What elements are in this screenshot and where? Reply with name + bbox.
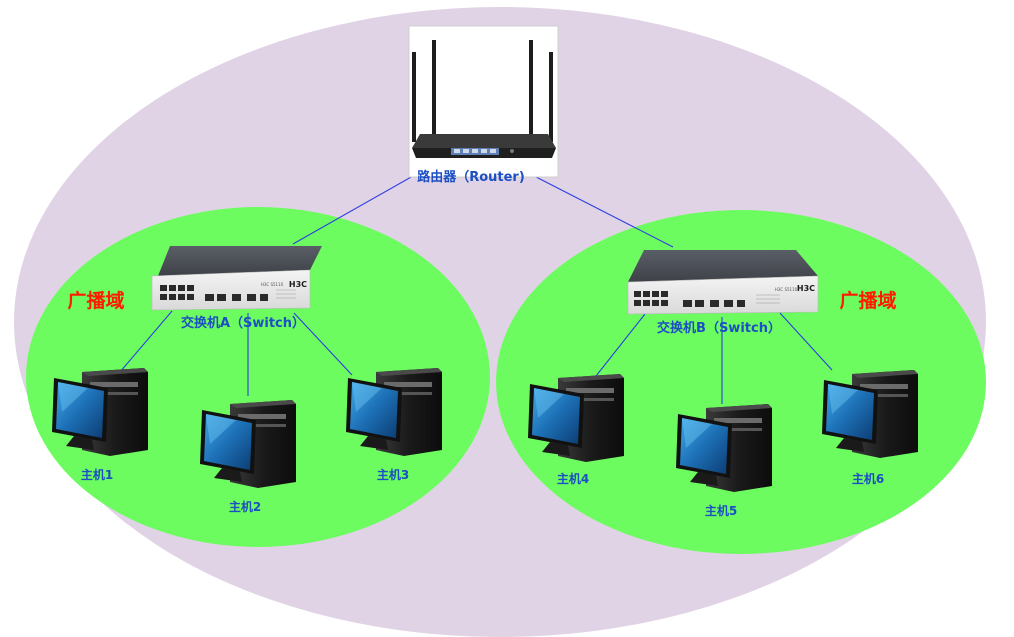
switch-b-brand: H3C	[797, 284, 815, 293]
switch-b-model: H3C S5110	[775, 287, 798, 292]
switch-a-label: 交换机A（Switch）	[181, 315, 305, 331]
broadcast-domain-b-label: 广播域	[839, 289, 896, 312]
link-router-switch-a	[292, 171, 421, 245]
host-4-label: 主机4	[557, 471, 589, 486]
host-5-label: 主机5	[705, 503, 737, 518]
host-1-label: 主机1	[81, 467, 113, 482]
host-2-label: 主机2	[229, 499, 261, 514]
broadcast-domain-b	[496, 210, 986, 554]
switch-a: H3C S5110 H3C	[151, 246, 322, 311]
link-switch-a-host3	[293, 312, 353, 376]
broadcast-domain-a	[26, 207, 490, 547]
switch-b: H3C S5110 H3C	[627, 250, 819, 315]
link-switch-b-host6	[779, 312, 833, 371]
switch-b-label: 交换机B（Switch）	[657, 320, 781, 336]
router-label: 路由器（Router)	[417, 169, 525, 185]
broadcast-domain-a-label: 广播域	[67, 289, 124, 312]
link-switch-b-host4	[595, 313, 646, 377]
link-switch-a-host1	[119, 310, 173, 373]
router	[408, 25, 559, 178]
switch-a-model: H3C S5110	[261, 282, 284, 287]
switch-a-brand: H3C	[289, 280, 307, 289]
host-6-label: 主机6	[852, 471, 884, 486]
host-3-label: 主机3	[377, 467, 409, 482]
